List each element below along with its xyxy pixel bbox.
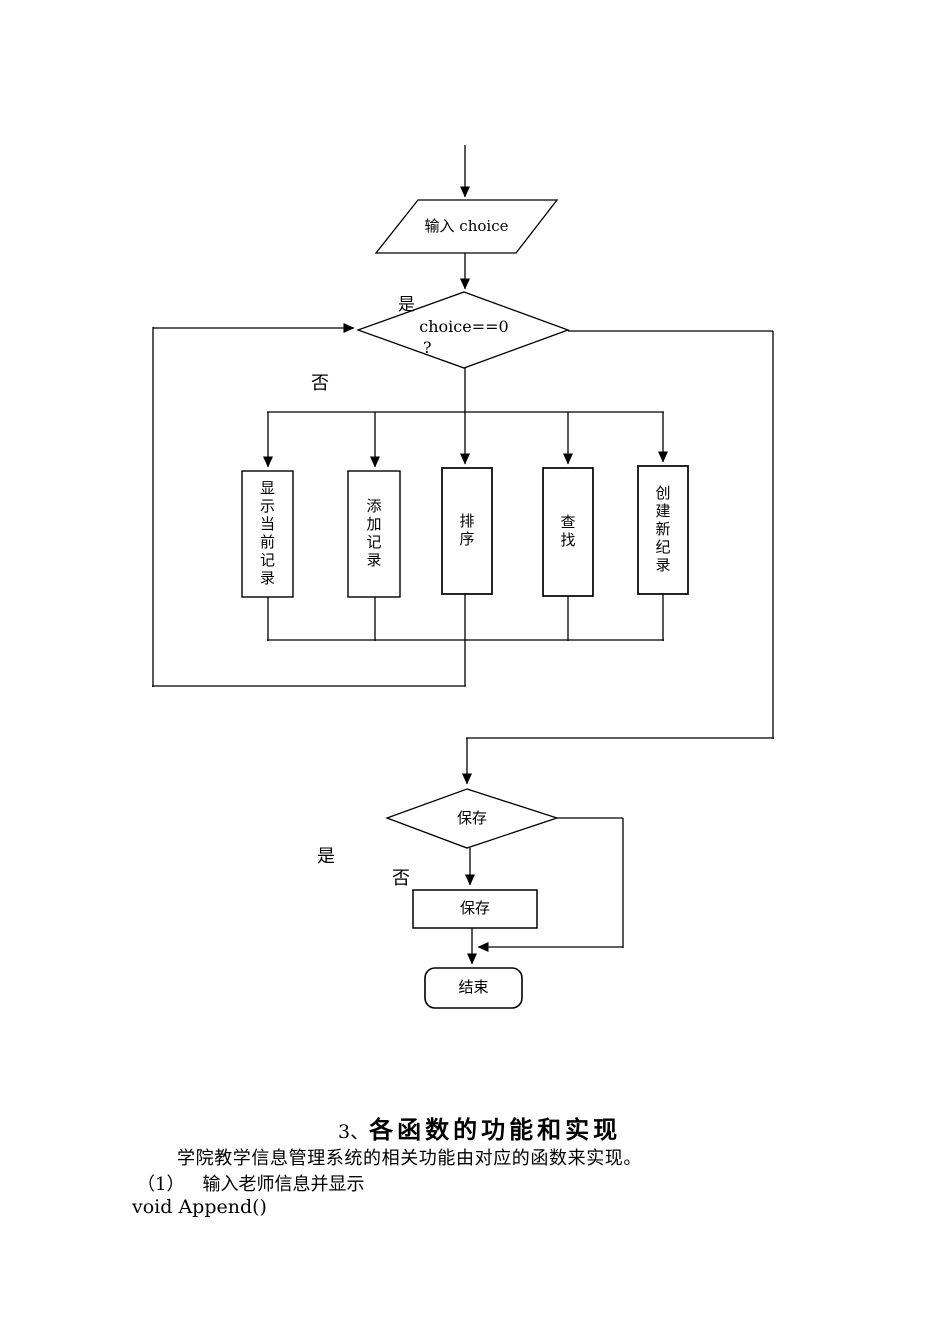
section-heading-title: 各函数的功能和实现: [369, 1115, 622, 1144]
process-box-search: [542, 467, 594, 597]
save-box-label: 保存: [459, 899, 490, 917]
io-label-input-choice: 输入 choice: [424, 217, 509, 235]
process-box-sort-labelbox: 排序: [442, 468, 492, 594]
flowchart-shapes: [241, 199, 689, 1009]
code-line-void-append: void Append(): [132, 1196, 267, 1218]
process-box-create-record-labelbox: 创建新纪录: [638, 466, 688, 594]
process-box-add-record: [347, 470, 401, 598]
decision2-label: 保存: [456, 809, 487, 827]
list-item-1-number: （1）: [137, 1174, 185, 1195]
label-yes-1: 是: [398, 295, 415, 315]
process-label-sort: 排序: [457, 513, 476, 549]
decision1-label: choice==0: [419, 317, 509, 336]
process-box-save: [412, 889, 538, 929]
decision-choice-diamond: [356, 291, 570, 369]
list-item-1: （1） 输入老师信息并显示: [137, 1170, 364, 1196]
process-box-add-record-labelbox: 添加记录: [348, 471, 400, 597]
label-no-1: 否: [311, 373, 329, 394]
process-label-display-records: 显示当前记录: [258, 480, 276, 588]
process-label-add-record: 添加记录: [364, 498, 383, 570]
section-heading: 3、各函数的功能和实现: [338, 1110, 621, 1145]
decision1-question-mark: ?: [423, 338, 432, 357]
section-heading-number: 3、: [338, 1121, 370, 1143]
decision-save-diamond: [385, 788, 560, 849]
body-paragraph: 学院教学信息管理系统的相关功能由对应的函数来实现。: [177, 1148, 642, 1169]
process-box-sort: [441, 467, 493, 595]
flowchart-connectors: [152, 145, 774, 965]
io-parallelogram: [374, 199, 559, 254]
process-label-search: 查找: [558, 514, 577, 550]
list-item-1-text: 输入老师信息并显示: [202, 1174, 365, 1195]
end-box-label: 结束: [458, 978, 489, 996]
process-box-create-record: [637, 465, 689, 595]
process-box-search-labelbox: 查找: [543, 468, 593, 596]
process-box-display-records-labelbox: 显示当前记录: [242, 471, 293, 597]
label-no-2: 否: [392, 868, 410, 889]
process-label-create-record: 创建新纪录: [653, 485, 672, 575]
process-box-display-records: [241, 470, 294, 598]
terminator-end: [424, 967, 523, 1009]
label-yes-2: 是: [317, 846, 335, 867]
